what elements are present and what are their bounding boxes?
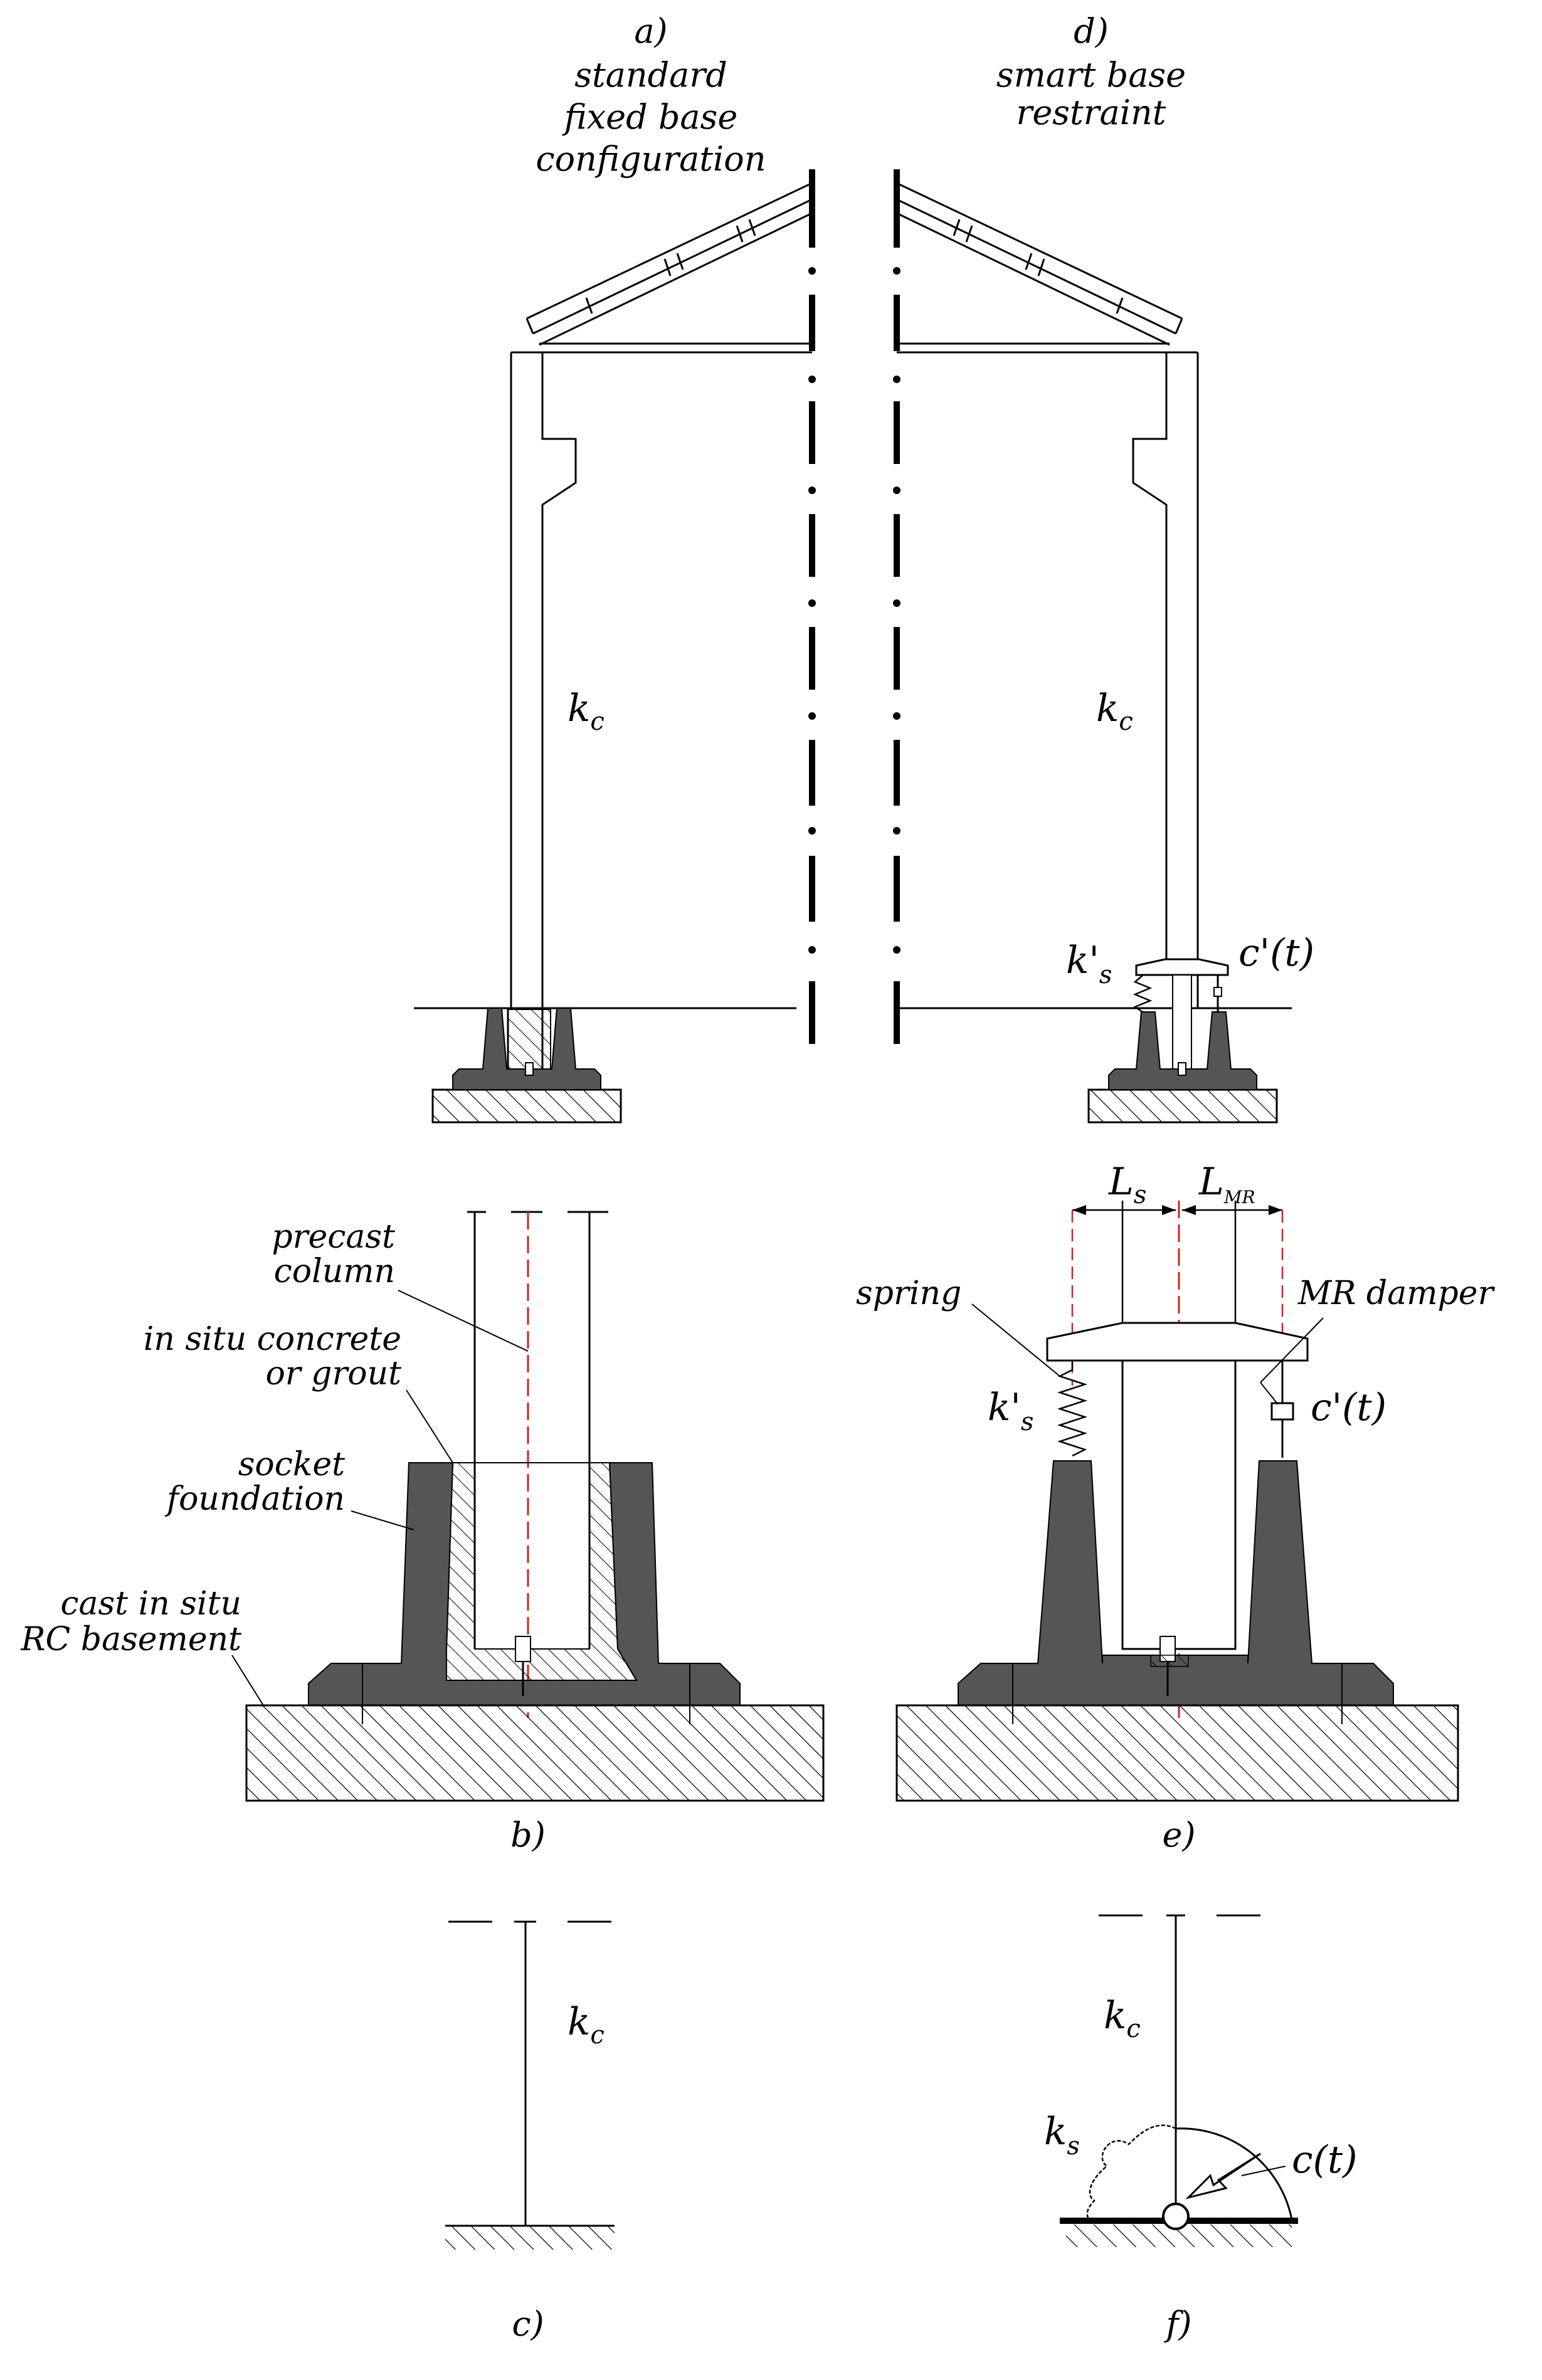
panel-c-kc: kc	[568, 2000, 605, 2050]
column-left	[507, 352, 577, 1078]
symmetry-axis-left-dots	[808, 267, 816, 954]
dim-lmr: LMR	[1198, 1160, 1255, 1208]
callout-precast-2: column	[274, 1253, 395, 1290]
fixed-support-c	[445, 2226, 615, 2250]
symmetry-axis-right-dots	[893, 267, 900, 954]
panel-e-caption: e)	[1162, 1815, 1195, 1855]
callout-precast-1: precast	[272, 1218, 395, 1256]
callout-socket-1: socket	[238, 1446, 345, 1483]
panel-c: kc c)	[445, 1920, 615, 2344]
panel-f: kc ks c(t) f)	[1044, 1914, 1358, 2344]
panel-d: d) smart base restraint	[893, 11, 1314, 1124]
roof-truss-right	[896, 182, 1198, 354]
panel-e-ct: c'(t)	[1311, 1386, 1386, 1430]
panel-a-caption: a)	[634, 11, 667, 51]
socket-foundation	[308, 1462, 741, 1706]
column-e	[1121, 1359, 1237, 1650]
grout	[430, 1462, 638, 1681]
panel-f-ks: ks	[1044, 2110, 1080, 2161]
roof-truss-left	[511, 182, 813, 354]
basement-e	[895, 1704, 1459, 1802]
mr-damper-e	[1260, 1361, 1294, 1458]
panel-b-caption: b)	[510, 1815, 546, 1855]
foundation-e	[958, 1460, 1394, 1706]
panel-a-kc: kc	[568, 687, 605, 736]
panel-c-caption: c)	[512, 2304, 544, 2344]
panel-f-ct: c(t)	[1292, 2138, 1358, 2182]
callout-grout-2: or grout	[265, 1355, 401, 1393]
panel-e-ks: k's	[988, 1386, 1033, 1436]
panel-d-ks: k's	[1066, 939, 1112, 989]
panel-a-title-1: standard	[574, 55, 727, 95]
callout-socket-2: foundation	[164, 1480, 345, 1518]
hinge	[1162, 2203, 1190, 2230]
panel-d-kc: kc	[1096, 687, 1133, 736]
panel-e: Ls LMR spring MR damper k's c'(t) e)	[856, 1160, 1496, 1855]
rc-basement	[245, 1704, 825, 1802]
panel-d-title-2: restraint	[1017, 93, 1166, 132]
panel-d-ct: c'(t)	[1238, 931, 1314, 975]
label-spring: spring	[856, 1275, 961, 1312]
panel-a-title-2: fixed base	[562, 97, 738, 137]
panel-d-title-1: smart base	[996, 55, 1186, 95]
column-collar	[1046, 1322, 1309, 1362]
panel-b: precast column in situ concrete or grout…	[20, 1211, 825, 1855]
damper-arc	[1175, 2127, 1293, 2220]
callout-basement-1: cast in situ	[60, 1585, 241, 1623]
callout-grout-1: in situ concrete	[144, 1320, 401, 1358]
panel-f-caption: f)	[1163, 2304, 1191, 2344]
panel-d-caption: d)	[1074, 11, 1109, 51]
foundation-mini-right	[1087, 958, 1278, 1124]
damper-arrow	[1185, 2152, 1261, 2199]
column-right	[1132, 352, 1199, 1008]
panel-a: a) standard fixed base configuration kc	[414, 11, 816, 1124]
dim-ls: Ls	[1108, 1160, 1146, 1209]
spring-curl	[1086, 2124, 1176, 2224]
spring-e	[1057, 1362, 1088, 1457]
panel-a-title-3: configuration	[536, 139, 766, 179]
foundation-mini-left	[431, 1008, 622, 1124]
callout-basement-2: RC basement	[20, 1621, 241, 1658]
panel-f-kc: kc	[1104, 1994, 1141, 2043]
label-mr-damper: MR damper	[1297, 1275, 1496, 1312]
